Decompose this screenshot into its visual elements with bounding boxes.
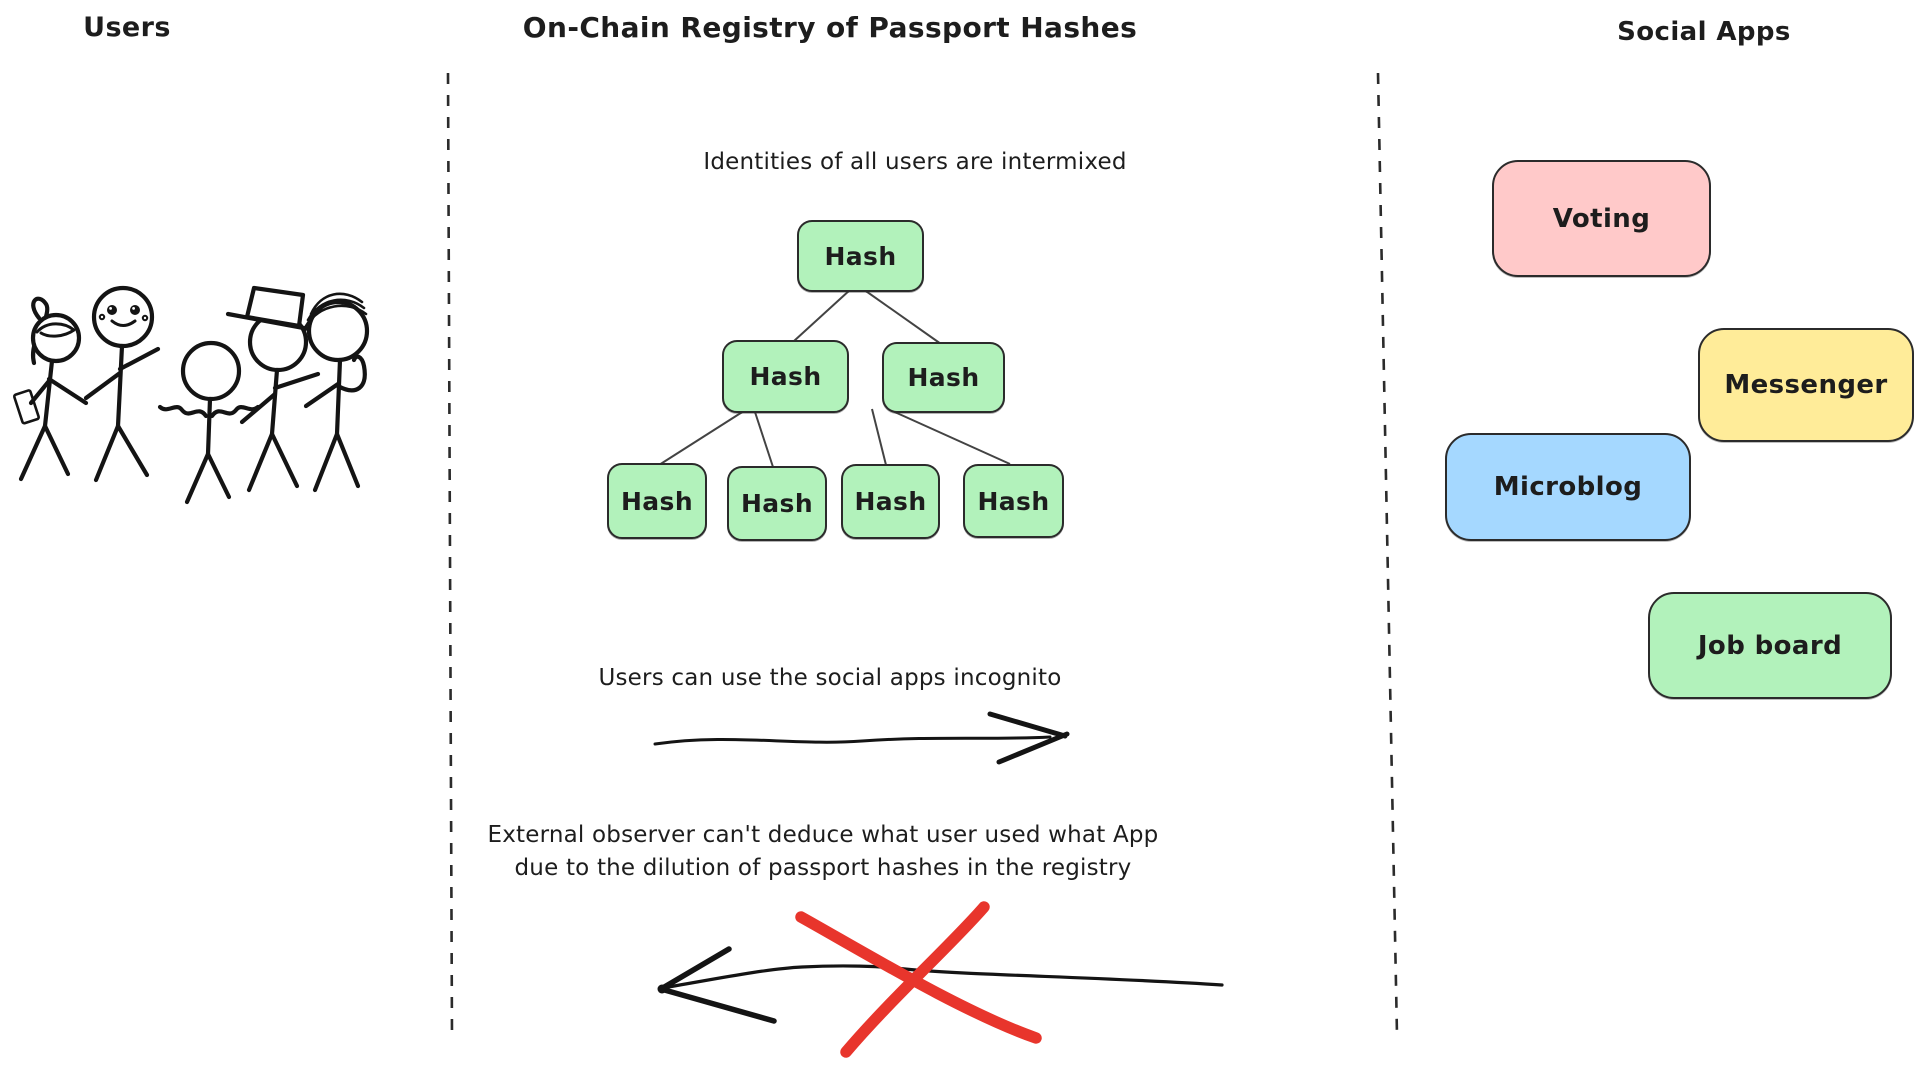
hash-node-level2-right: Hash xyxy=(882,342,1005,413)
stick-figure-swoosh-hair xyxy=(303,292,370,493)
hash-node-level2-left: Hash xyxy=(722,340,849,413)
registry-column-title: On-Chain Registry of Passport Hashes xyxy=(522,11,1138,44)
hash-node-leaf-3: Hash xyxy=(841,464,940,539)
users-illustration xyxy=(12,285,370,505)
observer-note-line1: External observer can't deduce what user… xyxy=(487,822,1159,848)
app-card-jobboard: Job board xyxy=(1648,592,1892,699)
hash-node-leaf-4: Hash xyxy=(963,464,1064,538)
red-x-icon xyxy=(795,901,1042,1058)
app-card-voting: Voting xyxy=(1492,160,1711,277)
incognito-arrow-icon xyxy=(653,711,1070,765)
stick-figure-phone xyxy=(12,296,89,482)
hash-node-leaf-1: Hash xyxy=(607,463,707,539)
social-apps-column-title: Social Apps xyxy=(1617,17,1791,47)
stick-figure-hat xyxy=(225,285,323,493)
app-card-microblog: Microblog xyxy=(1445,433,1691,541)
stick-figure-smiley xyxy=(83,285,161,483)
app-card-messenger: Messenger xyxy=(1698,328,1914,442)
intermixed-note: Identities of all users are intermixed xyxy=(703,149,1127,175)
observer-note-line2: due to the dilution of passport hashes i… xyxy=(514,855,1132,881)
users-column-title: Users xyxy=(83,12,171,43)
column-divider-left xyxy=(446,72,454,1038)
hash-node-leaf-2: Hash xyxy=(727,466,827,541)
incognito-note: Users can use the social apps incognito xyxy=(598,665,1062,691)
column-divider-right xyxy=(1376,72,1399,1036)
observer-note: External observer can't deduce what user… xyxy=(453,819,1193,885)
blocked-arrow-icon xyxy=(657,946,1224,1024)
hash-node-root: Hash xyxy=(797,220,924,292)
stick-figure-wavy-arms xyxy=(157,340,261,505)
